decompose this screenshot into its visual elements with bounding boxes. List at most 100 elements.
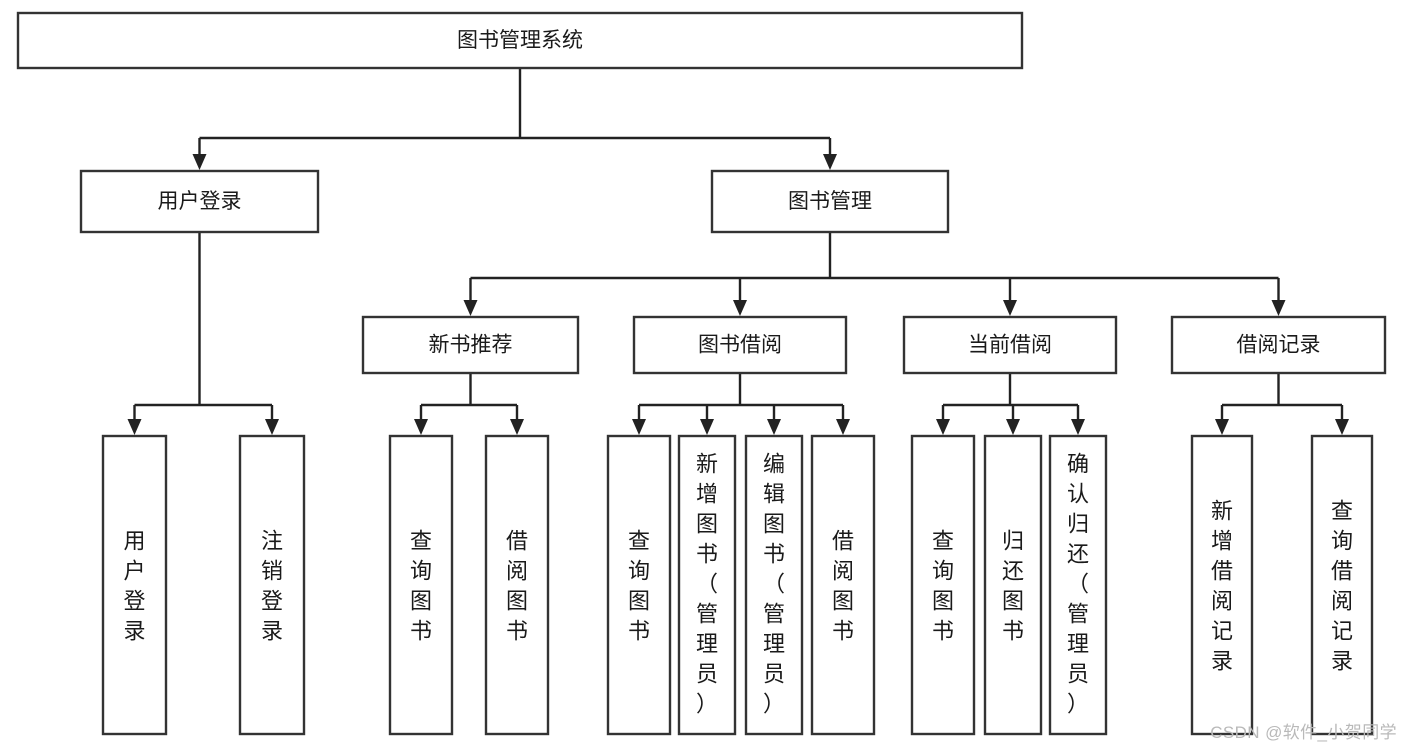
node-label-char: 用	[123, 528, 145, 553]
node-leaf-return-book[interactable]: 归还图书归还图书	[983, 434, 1043, 736]
node-label-char: 记	[1331, 618, 1353, 643]
arrow-head-icon	[1071, 419, 1085, 435]
node-label-char: 归	[1067, 511, 1089, 536]
node-label-char: 询	[410, 558, 432, 583]
node-label-char: 图	[932, 588, 954, 613]
node-label-char: 注	[261, 528, 283, 553]
node-box	[361, 315, 580, 375]
node-box	[1048, 434, 1108, 736]
node-leaf-query-record[interactable]: 查询借阅记录查询借阅记录	[1310, 434, 1374, 736]
node-new-book-rec[interactable]: 新书推荐	[361, 315, 580, 375]
node-borrow-record[interactable]: 借阅记录	[1170, 315, 1387, 375]
node-label-char: 图	[506, 588, 528, 613]
node-leaf-query-book-2[interactable]: 查询图书查询图书	[606, 434, 672, 736]
node-box	[810, 434, 876, 736]
node-box	[983, 434, 1043, 736]
node-leaf-borrow-book-2[interactable]: 借阅图书借阅图书	[810, 434, 876, 736]
node-label-char: 借	[832, 528, 854, 553]
node-label-char: （	[1067, 571, 1089, 596]
node-label-char: 录	[1211, 648, 1233, 673]
node-label-char: ）	[1067, 691, 1089, 716]
node-leaf-query-book-1[interactable]: 查询图书查询图书	[388, 434, 454, 736]
node-leaf-add-record[interactable]: 新增借阅记录新增借阅记录	[1190, 434, 1254, 736]
node-label-char: 员	[696, 661, 718, 686]
node-label-char: 图	[763, 511, 785, 536]
node-label-char: 书	[932, 618, 954, 643]
node-label-char: 还	[1002, 558, 1024, 583]
node-label-char: 询	[628, 558, 650, 583]
node-label-char: 书	[628, 618, 650, 643]
node-label-char: 询	[932, 558, 954, 583]
node-label-char: 图	[628, 588, 650, 613]
node-label-char: 询	[1331, 528, 1353, 553]
node-label-char: 还	[1067, 541, 1089, 566]
arrow-head-icon	[733, 300, 747, 316]
node-book-borrow[interactable]: 图书借阅	[632, 315, 848, 375]
node-label-char: 编	[763, 451, 785, 476]
node-label-char: 书	[410, 618, 432, 643]
node-box	[632, 315, 848, 375]
node-leaf-query-book-3[interactable]: 查询图书查询图书	[910, 434, 976, 736]
arrow-head-icon	[1335, 419, 1349, 435]
node-label: 当前借阅	[968, 334, 1052, 357]
arrow-head-icon	[192, 154, 207, 170]
node-book-manage[interactable]: 图书管理	[710, 169, 950, 234]
node-user-login[interactable]: 用户登录	[79, 169, 320, 234]
node-label-char: 图	[832, 588, 854, 613]
node-label-char: 认	[1067, 481, 1089, 506]
node-label-char: 阅	[506, 558, 528, 583]
node-label-char: 阅	[1211, 588, 1233, 613]
node-label-char: 书	[832, 618, 854, 643]
node-label-char: 查	[410, 528, 432, 553]
node-box	[910, 434, 976, 736]
node-label-char: 新	[696, 451, 718, 476]
node-root[interactable]: 图书管理系统	[16, 11, 1024, 70]
node-label-char: 图	[1002, 588, 1024, 613]
node-label-char: 管	[1067, 601, 1089, 626]
arrow-head-icon	[463, 300, 478, 316]
node-box	[1190, 434, 1254, 736]
node-label-char: 确	[1067, 451, 1089, 476]
node-label-char: （	[696, 571, 718, 596]
arrow-head-icon	[836, 419, 850, 435]
node-box	[484, 434, 550, 736]
node-leaf-logout[interactable]: 注销登录注销登录	[238, 434, 306, 736]
node-label-char: 增	[1211, 528, 1233, 553]
node-box	[101, 434, 168, 736]
node-box	[606, 434, 672, 736]
arrow-head-icon	[414, 419, 428, 435]
node-label-char: 阅	[1331, 588, 1353, 613]
node-box	[16, 11, 1024, 70]
node-leaf-borrow-book-1[interactable]: 借阅图书借阅图书	[484, 434, 550, 736]
node-label-char: 辑	[763, 481, 785, 506]
arrow-head-icon	[1006, 419, 1020, 435]
node-label-char: 登	[261, 588, 283, 613]
node-box	[744, 434, 804, 736]
node-leaf-user-login[interactable]: 用户登录用户登录	[101, 434, 168, 736]
node-label-char: 书	[763, 541, 785, 566]
node-label-char: （	[763, 571, 785, 596]
arrow-head-icon	[1271, 300, 1286, 316]
node-label-char: 书	[1002, 618, 1024, 643]
node-label-char: 员	[1067, 661, 1089, 686]
node-label: 借阅记录	[1237, 334, 1321, 357]
node-label-char: 销	[261, 558, 283, 583]
node-label-char: 借	[1331, 558, 1353, 583]
csdn-watermark: CSDN @软件_小贺同学	[1210, 723, 1397, 742]
arrow-head-icon	[936, 419, 950, 435]
node-label-char: 管	[696, 601, 718, 626]
node-box	[1310, 434, 1374, 736]
node-box	[902, 315, 1118, 375]
node-label-char: 查	[628, 528, 650, 553]
node-label: 用户登录	[158, 190, 242, 213]
node-box	[677, 434, 737, 736]
node-current-borrow[interactable]: 当前借阅	[902, 315, 1118, 375]
node-label-char: 录	[261, 618, 283, 643]
node-label-char: 图	[696, 511, 718, 536]
node-label-char: 阅	[832, 558, 854, 583]
node-label-char: 增	[696, 481, 718, 506]
node-label-char: 理	[696, 631, 718, 656]
